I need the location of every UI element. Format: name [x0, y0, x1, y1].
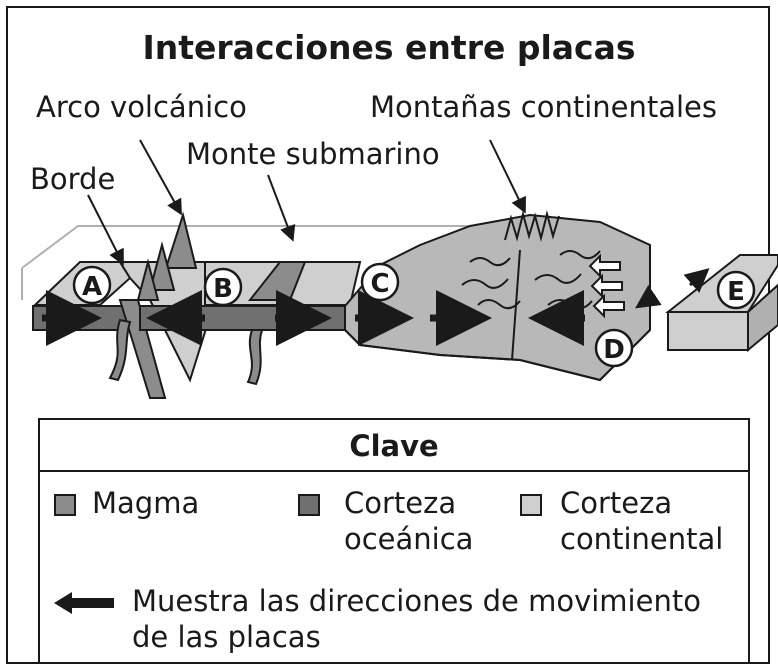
marker-e: E — [716, 270, 756, 310]
marker-b: B — [203, 267, 243, 307]
legend-key: Clave Magma Corteza oceánica Corteza con… — [38, 418, 750, 664]
legend-continental-line1: Corteza — [560, 486, 673, 520]
marker-d: D — [594, 328, 634, 368]
continental-block-front — [344, 306, 651, 382]
label-volcanic-arc: Arco volcánico — [36, 90, 247, 124]
legend-oceanic-line2: oceánica — [344, 522, 474, 556]
diagram-title: Interacciones entre placas — [142, 28, 636, 67]
marker-b-label: B — [213, 274, 233, 304]
label-edge: Borde — [30, 162, 116, 196]
marker-a-label: A — [82, 272, 102, 302]
legend-oceanic-line1: Corteza — [344, 486, 457, 520]
callout-lines — [87, 139, 526, 266]
marker-c: C — [360, 262, 400, 302]
marker-a: A — [72, 265, 112, 305]
legend-arrow-line2: de las placas — [132, 620, 321, 654]
magma-plume-middle — [246, 329, 264, 386]
motion-arrows-outlined — [588, 253, 625, 319]
motion-arrows-small — [635, 268, 710, 309]
magma-plume-left — [108, 318, 132, 382]
subducting-slab — [118, 299, 167, 399]
block-back-outline — [21, 225, 470, 300]
swatch-continental-crust — [520, 494, 542, 516]
legend-title: Clave — [40, 420, 748, 472]
marker-c-label: C — [370, 269, 389, 299]
legend-arrow-line1: Muestra las direcciones de movimiento — [132, 584, 701, 618]
swatch-oceanic-crust — [298, 494, 320, 516]
marker-e-label: E — [727, 277, 745, 307]
label-continental-mountains: Montañas continentales — [370, 90, 718, 124]
right-plate-front — [667, 311, 749, 351]
marker-d-label: D — [603, 335, 625, 365]
right-plate-side — [747, 283, 778, 353]
legend-magma-label: Magma — [92, 486, 200, 520]
legend-continental-line2: continental — [560, 522, 724, 556]
swatch-magma — [54, 494, 76, 516]
plate-diagram: A B C D E — [21, 139, 778, 399]
legend-arrow-icon — [54, 592, 114, 614]
volcano-cone-large — [164, 211, 198, 269]
label-seamount: Monte submarino — [186, 137, 440, 171]
